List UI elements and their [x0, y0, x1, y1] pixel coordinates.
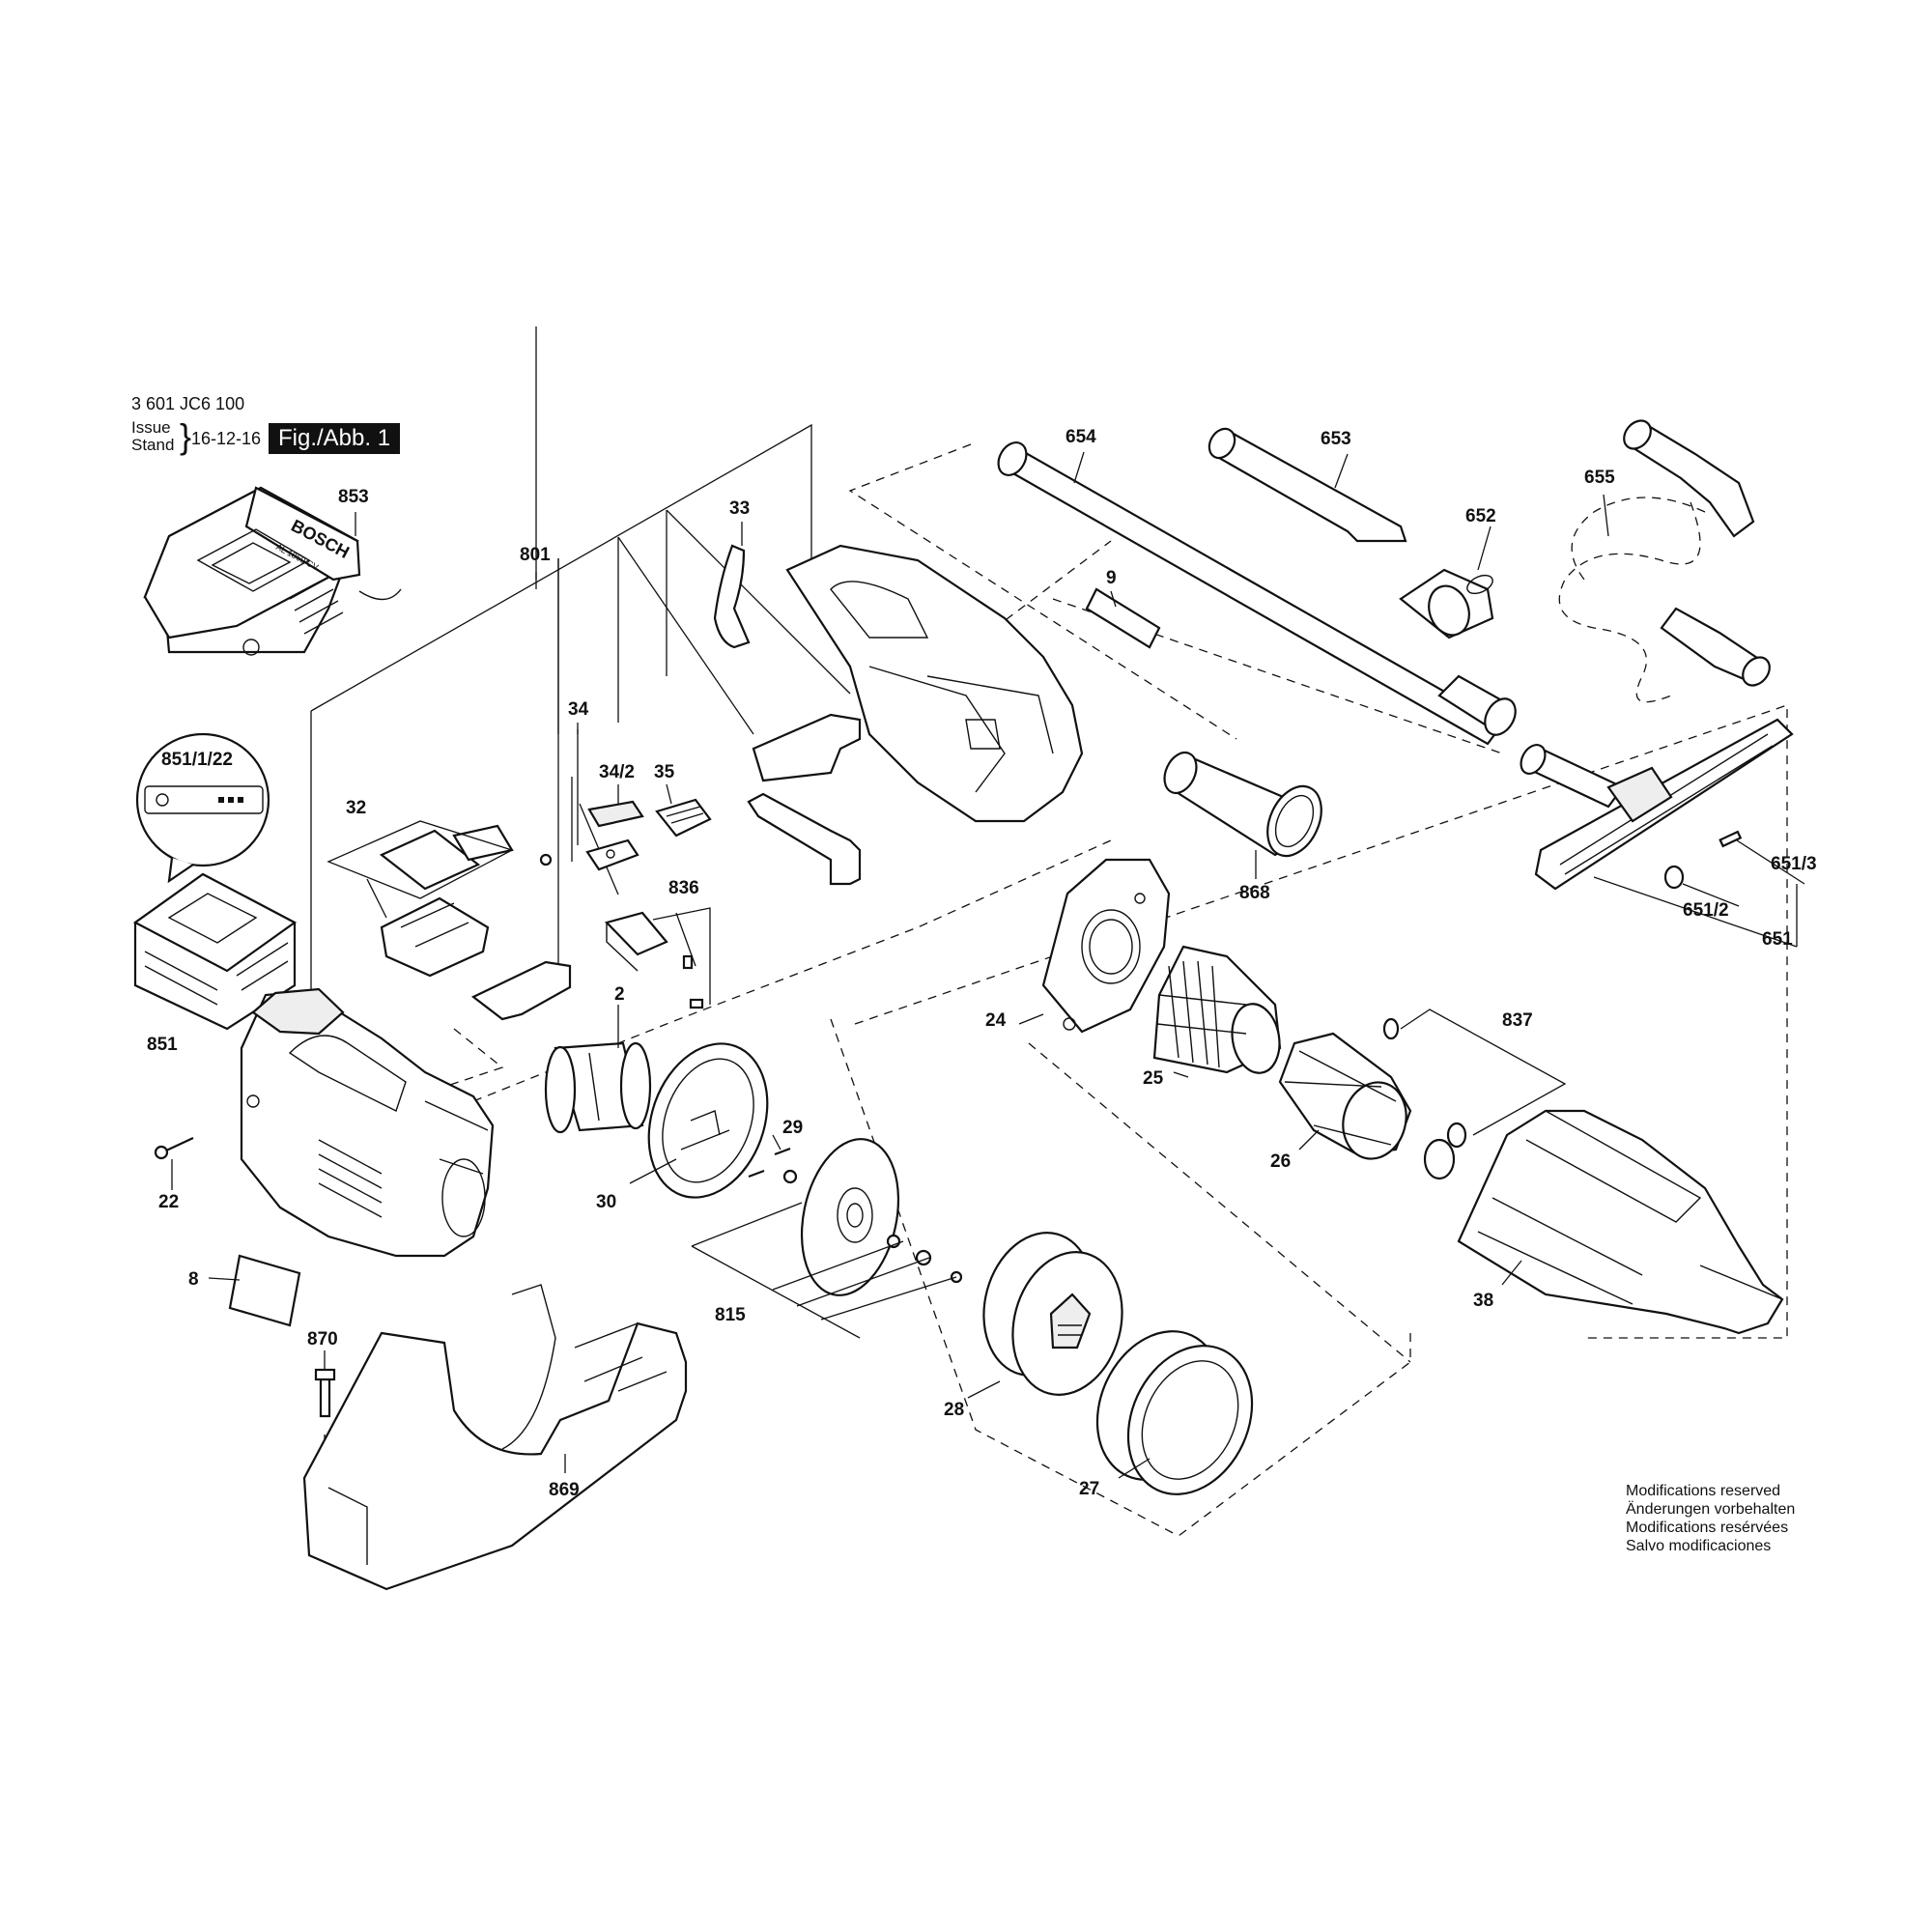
- label-9: [1085, 587, 1161, 649]
- extension-tube: [997, 441, 1517, 746]
- screw-870: [314, 1368, 336, 1418]
- label-34-2: 34/2: [599, 762, 635, 782]
- foam-pad-upper: [752, 713, 862, 782]
- label-651-2: 651/2: [1683, 900, 1729, 921]
- stand-label: Stand: [131, 436, 175, 454]
- label-33: 33: [729, 498, 750, 519]
- label-837: 837: [1502, 1010, 1533, 1031]
- label-851-1-22: 851/1/22: [161, 750, 233, 770]
- label-leaders: [171, 451, 1609, 1479]
- note-line-de: Änderungen vorbehalten: [1626, 1501, 1796, 1518]
- issue-label: Issue: [131, 418, 171, 437]
- label-24: 24: [985, 1010, 1007, 1031]
- filter-cage: [1278, 1032, 1412, 1160]
- label-8: [228, 1254, 301, 1327]
- floor-nozzle: [1520, 718, 1805, 948]
- label-32: 32: [346, 798, 366, 818]
- dust-container: [1457, 1109, 1784, 1335]
- foam-pad-lower: [470, 960, 572, 1021]
- label-653: 653: [1321, 429, 1351, 449]
- wall-bracket: [302, 1284, 688, 1591]
- issue-date: 16-12-16: [191, 429, 262, 448]
- battery-label-callout: [135, 732, 270, 884]
- impeller: [782, 1138, 963, 1296]
- figure-badge: Fig./Abb. 1: [269, 423, 401, 454]
- assembly-801-frame: [310, 327, 851, 1005]
- motor-housing-handle: [240, 987, 495, 1258]
- part-labels: 853 801 33 654 653 652 655 9 851/1/22 34…: [147, 427, 1817, 1500]
- label-38: 38: [1473, 1291, 1493, 1311]
- note-line-fr: Modifications resérvées: [1626, 1520, 1789, 1536]
- filter-frame-24: [1041, 858, 1171, 1034]
- label-25: 25: [1143, 1068, 1164, 1089]
- label-27: 27: [1079, 1479, 1099, 1499]
- crevice-tool: [1208, 427, 1407, 543]
- latch-836: [604, 907, 711, 1009]
- upper-housing: [713, 544, 1084, 823]
- label-851: 851: [147, 1035, 178, 1055]
- label-868: 868: [1239, 883, 1270, 903]
- battery-charger: BOSCH AL 1860 CV: [143, 486, 402, 656]
- screw-22: [154, 1137, 194, 1160]
- label-29: 29: [782, 1118, 803, 1138]
- label-652: 652: [1465, 506, 1496, 526]
- modifications-note: Modifications reserved Änderungen vorbeh…: [1626, 1482, 1795, 1555]
- label-815: 815: [715, 1305, 746, 1325]
- document-number: 3 601 JC6 100: [131, 394, 245, 413]
- fan-plate-30: [647, 1042, 769, 1199]
- note-line-es: Salvo modificaciones: [1626, 1538, 1772, 1554]
- label-870: 870: [307, 1329, 338, 1350]
- label-853: 853: [338, 487, 369, 507]
- clips-837: [1382, 1009, 1567, 1180]
- foam-pads: [470, 713, 862, 1021]
- label-869: 869: [549, 1480, 580, 1500]
- label-28: 28: [944, 1400, 964, 1420]
- filter-25: [1152, 945, 1282, 1074]
- label-836: 836: [668, 878, 699, 898]
- label-26: 26: [1270, 1151, 1291, 1172]
- issue-stand-labels: Issue Stand: [131, 419, 174, 454]
- battery-pack: [132, 872, 298, 1031]
- switch-34: [577, 729, 644, 871]
- label-651: 651: [1762, 929, 1793, 950]
- label-34: 34: [568, 699, 589, 720]
- adapter-652: [1399, 568, 1494, 639]
- screws-29: [748, 1147, 791, 1179]
- motor-cover: [982, 1232, 1123, 1396]
- leader-815: [691, 1202, 957, 1339]
- motor: [544, 1041, 652, 1134]
- label-22: 22: [158, 1192, 179, 1212]
- filter-ring: [1095, 1330, 1254, 1495]
- label-9: 9: [1106, 568, 1117, 588]
- label-651-3: 651/3: [1771, 854, 1817, 874]
- pcb-assembly: [327, 820, 553, 978]
- slider-35: [655, 798, 712, 838]
- label-801: 801: [520, 545, 551, 565]
- brace-glyph: }: [180, 416, 192, 456]
- label-2: 2: [614, 984, 625, 1005]
- note-line-en: Modifications reserved: [1626, 1483, 1781, 1499]
- label-654: 654: [1065, 427, 1096, 447]
- label-30: 30: [596, 1192, 616, 1212]
- sleeve-868: [1163, 751, 1322, 858]
- label-35: 35: [654, 762, 675, 782]
- foam-pad-middle: [747, 792, 862, 886]
- flexible-hose: [1558, 419, 1771, 703]
- label-8: 8: [188, 1269, 199, 1290]
- label-655: 655: [1584, 468, 1615, 488]
